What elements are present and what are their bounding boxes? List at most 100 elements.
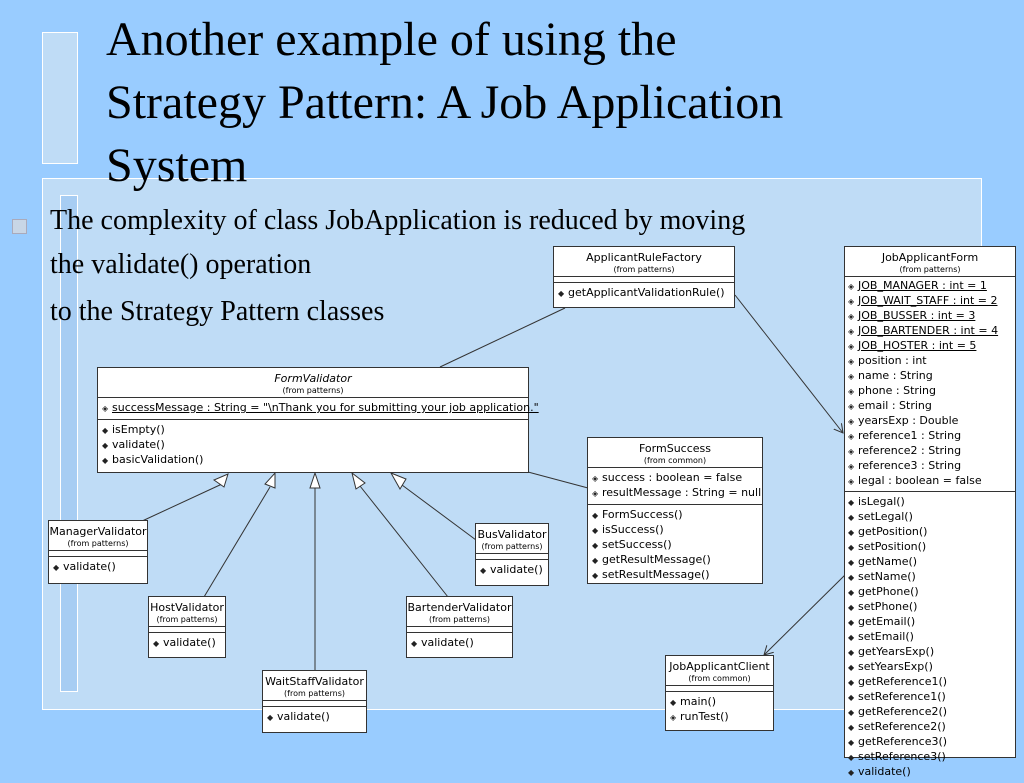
attribute-icon: ◈ xyxy=(848,447,855,456)
method-item: ◆getResultMessage() xyxy=(592,553,711,566)
body-line: The complexity of class JobApplication i… xyxy=(50,205,746,236)
attribute-item: ◈reference3 : String xyxy=(848,459,962,472)
method-icon: ◆ xyxy=(592,526,599,535)
method-item: ◆setEmail() xyxy=(848,630,914,643)
methods-section: ◆FormSuccess() ◆isSuccess() ◆setSuccess(… xyxy=(588,504,762,586)
method-item: ◆getReference2() xyxy=(848,705,948,718)
method-item: ◆validate() xyxy=(411,636,474,649)
method-icon: ◆ xyxy=(848,603,855,612)
methods-section: ◆isLegal() ◆setLegal() ◆getPosition() ◆s… xyxy=(845,491,1015,783)
attribute-icon: ◈ xyxy=(848,327,855,336)
method-item: ◆getApplicantValidationRule() xyxy=(558,286,725,299)
attribute-icon: ◈ xyxy=(848,297,855,306)
methods-section: ◆validate() xyxy=(407,632,512,654)
attribute-item: ◈name : String xyxy=(848,369,933,382)
association-line xyxy=(527,471,589,489)
method-icon: ◆ xyxy=(102,456,109,465)
static-attribute-item: ◈JOB_HOSTER : int = 5 xyxy=(848,339,977,352)
method-icon: ◆ xyxy=(848,498,855,507)
attribute-icon: ◈ xyxy=(848,282,855,291)
method-icon: ◆ xyxy=(848,723,855,732)
attribute-icon: ◈ xyxy=(102,404,109,413)
method-icon: ◆ xyxy=(848,513,855,522)
attributes-section xyxy=(666,685,773,691)
class-package: (from patterns) xyxy=(481,542,543,551)
method-icon: ◆ xyxy=(848,738,855,747)
attributes-section: ◈success : boolean = false ◈resultMessag… xyxy=(588,467,762,504)
attributes-section xyxy=(49,550,147,556)
method-icon: ◆ xyxy=(848,678,855,687)
method-item: ◆validate() xyxy=(153,636,216,649)
class-package: (from patterns) xyxy=(429,615,490,624)
attribute-icon: ◈ xyxy=(848,312,855,321)
class-name: ManagerValidator xyxy=(49,525,147,538)
class-package: (from patterns) xyxy=(282,386,344,395)
body-line: the validate() operation xyxy=(50,249,312,280)
class-manager-validator: ManagerValidator (from patterns) ◆valida… xyxy=(48,520,148,584)
method-item: ◆validate() xyxy=(480,563,543,576)
attribute-icon: ◈ xyxy=(848,387,855,396)
slide-title: Another example of using the Strategy Pa… xyxy=(106,13,784,192)
attribute-item: ◈resultMessage : String = null xyxy=(592,486,762,499)
attribute-icon: ◈ xyxy=(592,489,599,498)
method-item: ◆setPhone() xyxy=(848,600,918,613)
method-icon: ◆ xyxy=(102,426,109,435)
body-line: to the Strategy Pattern classes xyxy=(50,296,385,327)
attribute-icon: ◈ xyxy=(848,372,855,381)
method-icon: ◆ xyxy=(848,708,855,717)
class-applicant-rule-factory: ApplicantRuleFactory (from patterns) ◆ge… xyxy=(553,246,735,308)
class-bartender-validator: BartenderValidator (from patterns) ◆vali… xyxy=(406,596,513,658)
class-package: (from patterns) xyxy=(156,615,218,624)
method-icon: ◆ xyxy=(848,753,855,762)
dependency-line xyxy=(764,574,846,655)
class-name: JobApplicantForm xyxy=(881,251,979,264)
method-item: ◆getPhone() xyxy=(848,585,919,598)
attributes-section: ◈successMessage : String = "\nThank you … xyxy=(98,397,539,419)
attributes-section: ◈JOB_MANAGER : int = 1 ◈JOB_WAIT_STAFF :… xyxy=(845,276,1015,491)
attribute-icon: ◈ xyxy=(848,477,855,486)
class-name: ApplicantRuleFactory xyxy=(586,251,702,264)
attribute-icon: ◈ xyxy=(848,342,855,351)
methods-section: ◆validate() xyxy=(149,632,225,654)
method-icon: ◆ xyxy=(848,558,855,567)
method-item: ◆isLegal() xyxy=(848,495,905,508)
attribute-item: ◈legal : boolean = false xyxy=(848,474,982,487)
attributes-section xyxy=(149,626,225,632)
attribute-item: ◈phone : String xyxy=(848,384,936,397)
attribute-icon: ◈ xyxy=(848,417,855,426)
static-attribute-item: ◈JOB_WAIT_STAFF : int = 2 xyxy=(848,294,998,307)
class-package: (from patterns) xyxy=(67,539,129,548)
attributes-section xyxy=(476,553,548,559)
method-item: ◆validate() xyxy=(102,438,165,451)
attribute-item: ◈position : int xyxy=(848,354,927,367)
method-icon: ◆ xyxy=(670,698,677,707)
method-icon: ◈ xyxy=(670,713,677,722)
methods-section: ◆main() ◈runTest() xyxy=(666,691,773,728)
method-item: ◆getReference1() xyxy=(848,675,948,688)
method-icon: ◆ xyxy=(848,588,855,597)
class-job-applicant-form: JobApplicantForm (from patterns) ◈JOB_MA… xyxy=(844,246,1016,778)
method-icon: ◆ xyxy=(558,289,565,298)
methods-section: ◆validate() xyxy=(49,556,147,578)
method-icon: ◆ xyxy=(848,693,855,702)
method-icon: ◆ xyxy=(848,648,855,657)
static-attribute-item: ◈JOB_MANAGER : int = 1 xyxy=(848,279,987,292)
method-item: ◆isSuccess() xyxy=(592,523,664,536)
method-icon: ◆ xyxy=(102,441,109,450)
attribute-icon: ◈ xyxy=(848,357,855,366)
class-name: FormValidator xyxy=(274,372,352,385)
method-item: ◆setName() xyxy=(848,570,916,583)
method-icon: ◆ xyxy=(592,556,599,565)
methods-section: ◆validate() xyxy=(263,706,366,728)
static-attribute-item: ◈JOB_BARTENDER : int = 4 xyxy=(848,324,999,337)
method-item: ◆setReference3() xyxy=(848,750,946,763)
class-name: BartenderValidator xyxy=(407,601,512,614)
class-package: (from common) xyxy=(643,456,707,465)
method-icon: ◆ xyxy=(848,528,855,537)
attribute-icon: ◈ xyxy=(848,432,855,441)
method-item: ◆validate() xyxy=(267,710,330,723)
method-item: ◆setResultMessage() xyxy=(592,568,710,581)
class-package: (from patterns) xyxy=(899,265,961,274)
class-name: HostValidator xyxy=(150,601,224,614)
